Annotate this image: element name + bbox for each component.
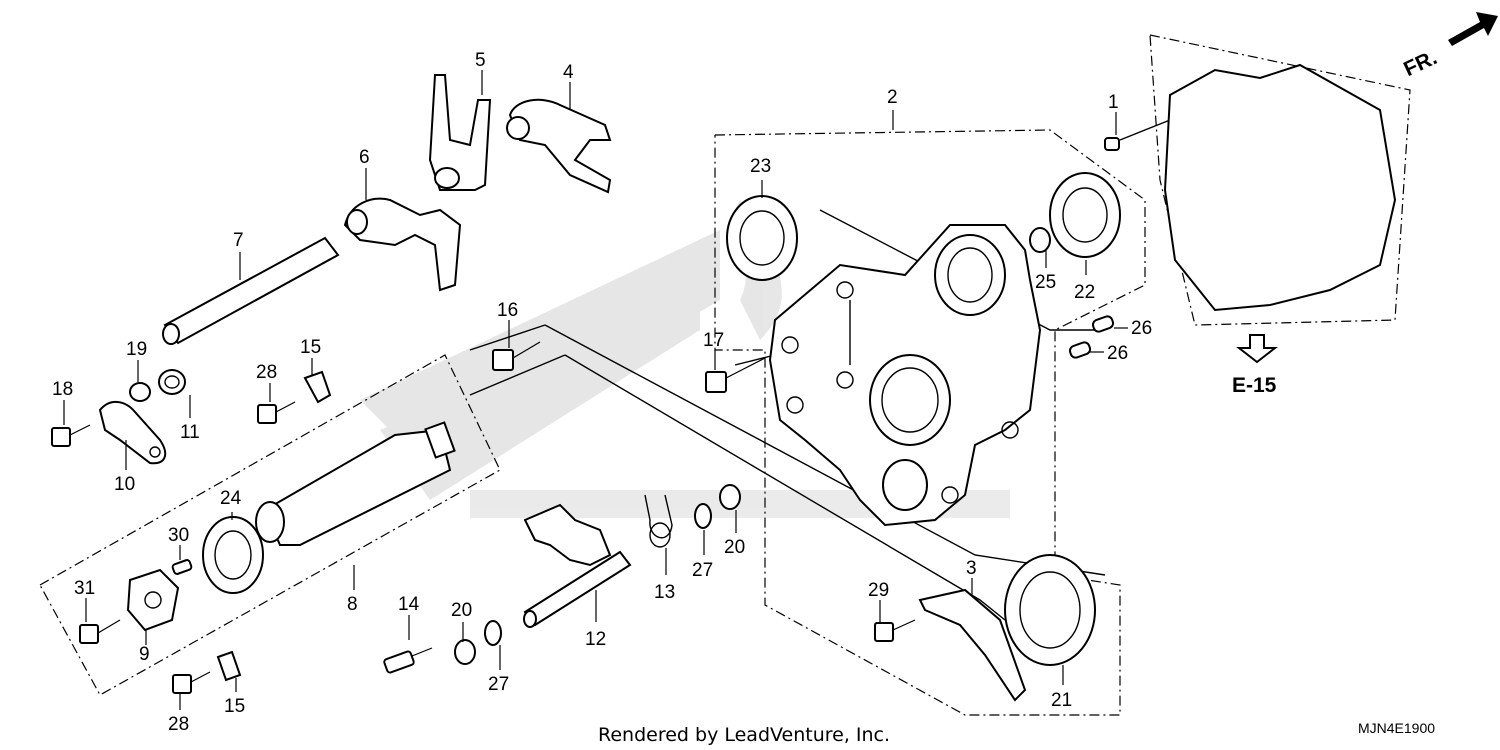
dowel-26-upper (1091, 315, 1115, 333)
crankcase-cover (768, 224, 1042, 527)
bolt-28-upper (257, 401, 296, 424)
bolt-17 (705, 357, 766, 393)
front-direction-arrow: FR. (1400, 12, 1498, 81)
assembly-lines (469, 119, 1171, 621)
callout-13: 13 (654, 582, 675, 603)
callout-31: 31 (74, 578, 95, 599)
footer-credit: Rendered by LeadVenture, Inc. (598, 724, 890, 746)
callout-6: 6 (359, 147, 370, 168)
drum-center (126, 568, 180, 632)
callout-2: 2 (887, 87, 898, 108)
callout-22: 22 (1074, 282, 1095, 303)
shift-fork-right (506, 98, 612, 194)
callout-21: 21 (1051, 690, 1072, 711)
callout-1: 1 (1108, 92, 1119, 113)
bolt-16 (492, 341, 541, 371)
shift-fork-shaft (162, 236, 340, 345)
plate-3 (918, 588, 1027, 702)
dowel-pin-30 (171, 559, 193, 575)
shift-drum (255, 421, 456, 546)
callout-12: 12 (585, 629, 606, 650)
callout-23: 23 (750, 156, 771, 177)
washer-19 (129, 382, 151, 402)
circlip-27-lower (484, 620, 502, 646)
callout-7: 7 (233, 230, 244, 251)
callout-20-lower: 20 (451, 600, 472, 621)
spring-13 (644, 494, 673, 548)
bolt-31 (79, 619, 121, 644)
reference-label: E-15 (1232, 374, 1277, 397)
callout-8: 8 (347, 594, 358, 615)
washer-20-lower (454, 639, 476, 665)
callout-16: 16 (497, 300, 518, 321)
callout-28-upper: 28 (256, 362, 277, 383)
bearing-21 (1004, 554, 1096, 666)
part-1 (1104, 137, 1120, 151)
gasket-group-box (1149, 34, 1411, 326)
shift-fork-lower (343, 197, 462, 292)
callout-24: 24 (220, 488, 242, 509)
bolt-28-lower (172, 671, 211, 694)
stopper-arm (98, 401, 167, 465)
callout-17: 17 (703, 330, 724, 351)
callout-4: 4 (563, 62, 574, 83)
callout-5: 5 (475, 50, 486, 71)
pin-14 (383, 647, 433, 674)
spring-11 (158, 369, 186, 395)
diagram-code: MJN4E1900 (1358, 720, 1435, 736)
front-label: FR. (1400, 46, 1440, 81)
callout-11: 11 (180, 422, 200, 443)
callout-15-upper: 15 (300, 337, 321, 358)
leader-lines (63, 70, 1128, 710)
reference-arrow: E-15 (1232, 334, 1278, 397)
callout-27-upper: 27 (692, 560, 713, 581)
callout-labels: 1 2 3 4 5 6 7 8 9 10 11 12 13 14 15 15 1… (52, 50, 1152, 735)
callout-15-lower: 15 (224, 696, 245, 717)
washer-20-upper (719, 484, 741, 510)
circlip-27-upper (694, 503, 712, 529)
callout-25: 25 (1035, 272, 1056, 293)
cover-group-box (714, 129, 1146, 716)
callout-30: 30 (168, 525, 189, 546)
callout-26-upper: 26 (1131, 318, 1152, 339)
callout-20-upper: 20 (724, 537, 745, 558)
callout-28-lower: 28 (168, 714, 189, 735)
callout-18: 18 (52, 379, 73, 400)
bearing-24 (202, 516, 264, 594)
bearing-22 (1049, 172, 1121, 258)
plate-15-lower (216, 650, 242, 682)
callout-27-lower: 27 (488, 674, 509, 695)
dowel-26-lower (1068, 341, 1092, 359)
bolt-29 (874, 619, 916, 642)
callout-10: 10 (114, 474, 135, 495)
callout-9: 9 (139, 644, 150, 665)
shift-fork-upper (428, 74, 492, 191)
bearing-23 (726, 195, 798, 281)
callout-3: 3 (966, 558, 977, 579)
callout-29: 29 (868, 580, 889, 601)
part-25 (1029, 227, 1051, 253)
bolt-18 (51, 424, 91, 447)
callout-14: 14 (398, 594, 420, 615)
callout-26-lower: 26 (1107, 343, 1128, 364)
gearshift-spindle (523, 503, 632, 628)
plate-15-upper (303, 370, 332, 404)
cover-gasket (1163, 63, 1397, 312)
callout-19: 19 (126, 339, 147, 360)
